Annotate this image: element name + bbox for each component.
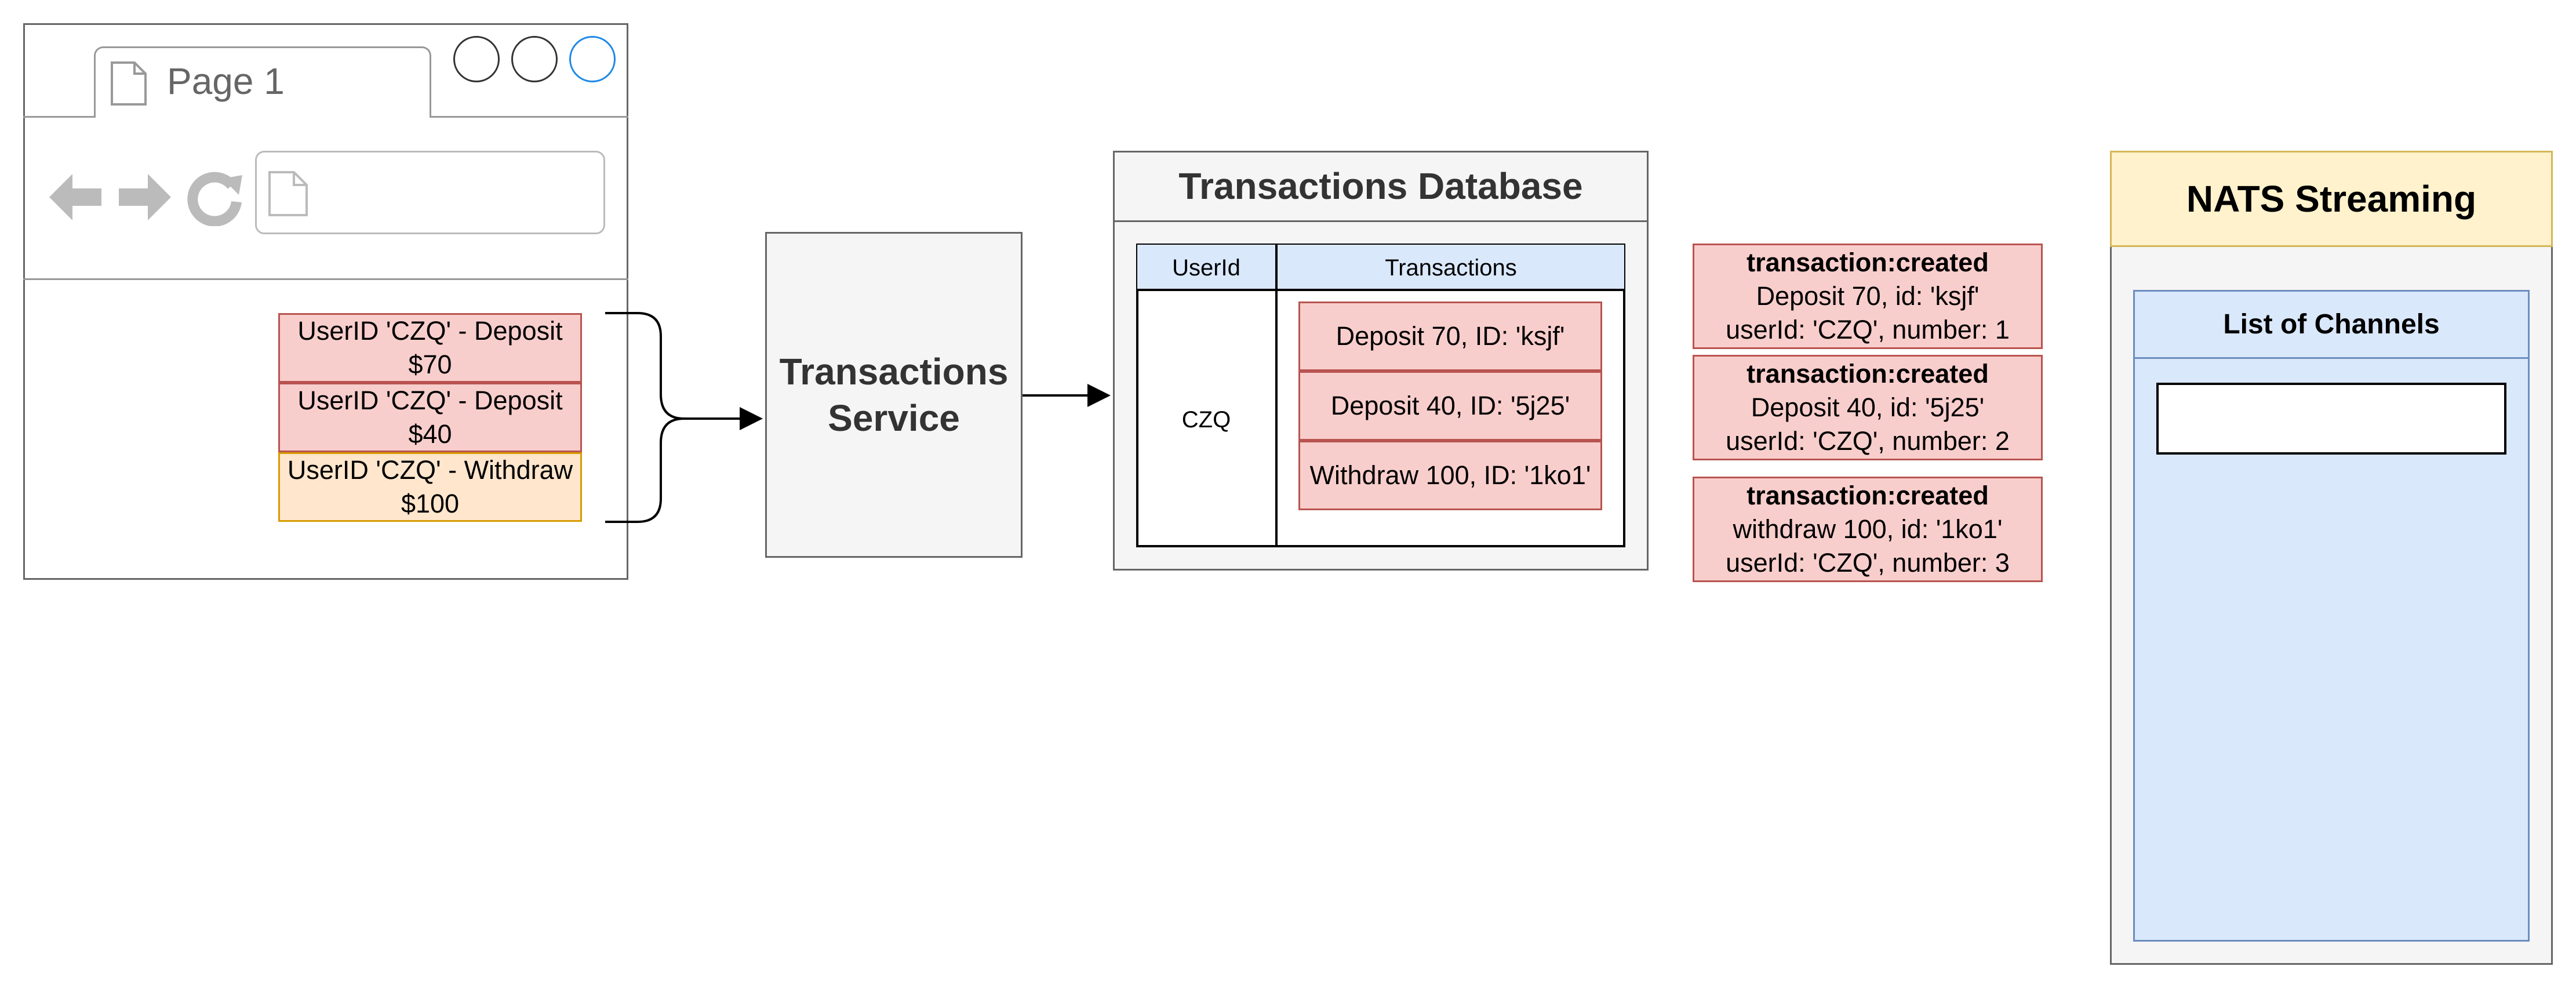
browser-tab[interactable] xyxy=(94,46,431,118)
event-line: userId: 'CZQ', number: 3 xyxy=(1726,548,2010,577)
event-item: UserID 'CZQ' - Withdraw $100 xyxy=(278,452,582,522)
event-label: UserID 'CZQ' - Deposit $70 xyxy=(297,316,563,379)
service-label: Transactions Service xyxy=(779,351,1009,439)
transaction-text: Deposit 40, ID: '5j25' xyxy=(1330,391,1570,420)
curly-brace-connector xyxy=(605,312,685,523)
db-transaction-row: Withdraw 100, ID: '1ko1' xyxy=(1298,441,1602,510)
channels-divider xyxy=(2133,357,2530,359)
event-line: withdraw 100, id: '1ko1' xyxy=(1733,514,2003,544)
db-column-divider xyxy=(1275,244,1278,547)
channels-title: List of Channels xyxy=(2223,308,2440,340)
tab-label: Page 1 xyxy=(167,60,285,102)
event-line: Deposit 40, id: '5j25' xyxy=(1751,393,1985,422)
transaction-text: Withdraw 100, ID: '1ko1' xyxy=(1309,460,1591,490)
channel-slot xyxy=(2156,383,2506,455)
published-event: transaction:created Deposit 40, id: '5j2… xyxy=(1693,355,2043,460)
event-title: transaction:created xyxy=(1747,359,1989,388)
forward-arrow-icon[interactable] xyxy=(116,168,174,226)
document-icon xyxy=(111,61,147,106)
event-line: userId: 'CZQ', number: 2 xyxy=(1726,426,2010,456)
db-title-divider xyxy=(1113,220,1649,222)
nats-title: NATS Streaming xyxy=(2110,151,2553,247)
event-line: userId: 'CZQ', number: 1 xyxy=(1726,315,2010,344)
event-title: transaction:created xyxy=(1747,248,1989,277)
published-event: transaction:created Deposit 70, id: 'ksj… xyxy=(1693,244,2043,349)
page-icon xyxy=(268,171,308,216)
event-item: UserID 'CZQ' - Deposit $70 xyxy=(278,313,582,383)
event-title: transaction:created xyxy=(1747,481,1989,510)
back-arrow-icon[interactable] xyxy=(46,168,104,226)
event-item: UserID 'CZQ' - Deposit $40 xyxy=(278,383,582,452)
published-event: transaction:created withdraw 100, id: '1… xyxy=(1693,477,2043,582)
db-user-id-value: CZQ xyxy=(1181,406,1231,433)
event-line: Deposit 70, id: 'ksjf' xyxy=(1756,281,1980,311)
toolbar-divider xyxy=(23,278,628,280)
db-table-header xyxy=(1137,245,1624,291)
transactions-service: Transactions Service xyxy=(765,232,1023,558)
window-circle-button[interactable] xyxy=(511,36,558,82)
transaction-text: Deposit 70, ID: 'ksjf' xyxy=(1336,321,1565,351)
db-title: Transactions Database xyxy=(1178,165,1583,207)
window-circle-button[interactable] xyxy=(453,36,500,82)
refresh-icon[interactable] xyxy=(187,168,245,226)
db-column-header-transactions: Transactions xyxy=(1385,255,1517,281)
event-label: UserID 'CZQ' - Withdraw $100 xyxy=(287,455,573,518)
db-transaction-row: Deposit 70, ID: 'ksjf' xyxy=(1298,302,1602,371)
event-label: UserID 'CZQ' - Deposit $40 xyxy=(297,386,563,449)
window-circle-button-active[interactable] xyxy=(569,36,616,82)
db-transaction-row: Deposit 40, ID: '5j25' xyxy=(1298,371,1602,441)
address-bar[interactable] xyxy=(255,151,605,234)
db-column-header-userid: UserId xyxy=(1172,255,1240,281)
